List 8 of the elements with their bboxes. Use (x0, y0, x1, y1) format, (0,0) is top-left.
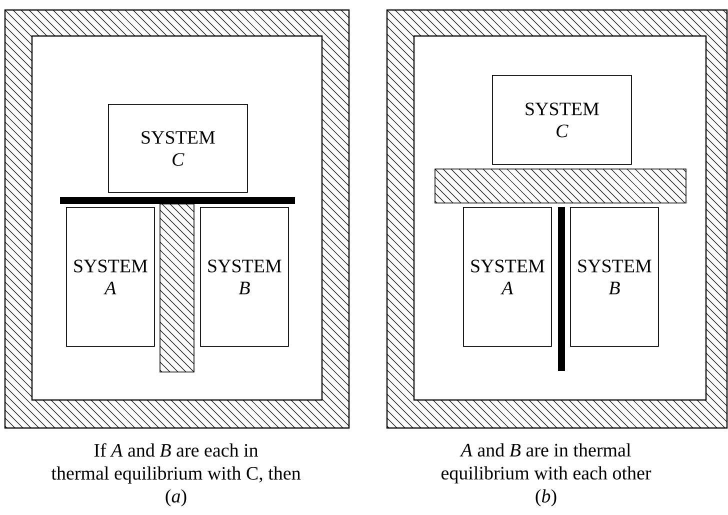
system-box: SYSTEM B (200, 207, 289, 347)
system-box: SYSTEM C (108, 104, 248, 193)
caption-text: (b) (536, 489, 556, 506)
system-box: SYSTEM C (492, 75, 632, 165)
system-box: SYSTEM B (570, 207, 659, 347)
caption-text: (a) (166, 489, 186, 506)
system-box: SYSTEM A (463, 207, 552, 347)
system-box: SYSTEM A (66, 207, 155, 347)
